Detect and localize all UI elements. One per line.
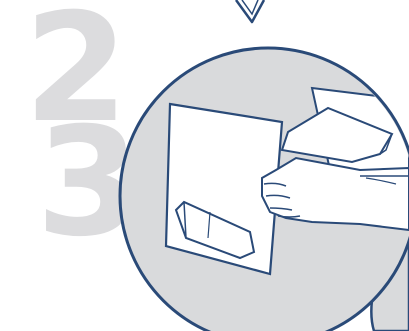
magnifier-circle-icon bbox=[120, 48, 409, 331]
arrow-pointer-icon bbox=[236, 0, 264, 22]
